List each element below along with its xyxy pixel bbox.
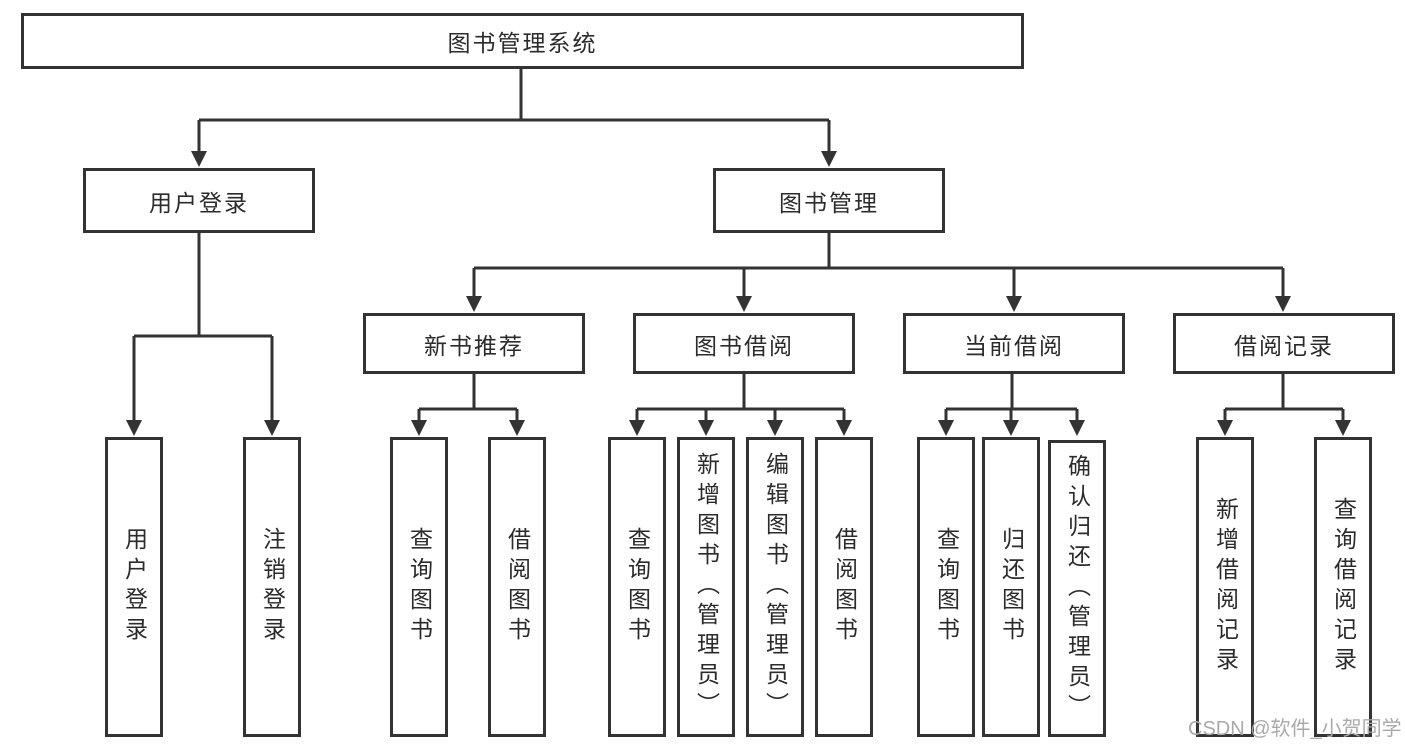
node-current-borrowing-label: 当前借阅 [964,332,1064,359]
node-book-borrowing-label: 图书借阅 [694,332,794,359]
leaf-user-login: 用户登录 [105,437,163,737]
node-root-label: 图书管理系统 [447,30,598,56]
leaf-add-book-admin: 新增图书（管理员） [677,437,735,737]
connector-group-new-book [417,374,519,421]
leaf-query-borrow-record: 查询借阅记录 [1314,437,1372,737]
leaf-add-borrow-record-label: 新增借阅记录 [1212,497,1239,677]
leaf-logout: 注销登录 [243,437,301,737]
leaf-borrow-books-2: 借阅图书 [815,437,873,737]
node-book-borrowing: 图书借阅 [633,313,855,374]
node-new-book-recommend: 新书推荐 [363,313,585,374]
leaf-query-borrow-record-label: 查询借阅记录 [1330,497,1357,677]
leaf-query-books-2-label: 查询图书 [624,527,651,647]
node-current-borrowing: 当前借阅 [903,313,1125,374]
leaf-user-login-label: 用户登录 [121,527,148,647]
connector-group-user-login [132,233,274,420]
leaf-confirm-return-admin-label: 确认归还（管理员） [1064,453,1091,724]
leaf-query-books-1-label: 查询图书 [406,527,433,647]
node-root-system: 图书管理系统 [21,13,1024,69]
node-user-login-label: 用户登录 [149,189,249,216]
leaf-borrow-books-1: 借阅图书 [488,437,546,737]
node-user-login-module: 用户登录 [83,168,315,233]
connector-lines [132,69,1345,421]
connector-group-borrow-record [1223,374,1345,421]
leaf-return-book: 归还图书 [982,437,1040,737]
leaf-borrow-books-1-label: 借阅图书 [504,527,531,647]
leaf-edit-book-admin: 编辑图书（管理员） [746,437,804,737]
leaf-query-books-1: 查询图书 [390,437,448,737]
node-book-management-module: 图书管理 [713,168,945,233]
leaf-return-book-label: 归还图书 [998,527,1025,647]
node-book-management-label: 图书管理 [779,189,879,216]
connector-level2 [197,69,831,152]
leaf-confirm-return-admin: 确认归还（管理员） [1048,440,1106,737]
leaf-query-books-3-label: 查询图书 [933,527,960,647]
connector-group-book-borrow [635,374,846,421]
node-new-book-recommend-label: 新书推荐 [424,332,524,359]
leaf-borrow-books-2-label: 借阅图书 [831,527,858,647]
node-borrowing-records: 借阅记录 [1173,313,1395,374]
node-borrowing-records-label: 借阅记录 [1234,332,1334,359]
leaf-query-books-2: 查询图书 [608,437,666,737]
leaf-logout-label: 注销登录 [259,527,286,647]
leaf-add-book-admin-label: 新增图书（管理员） [693,452,720,722]
leaf-query-books-3: 查询图书 [917,437,975,737]
csdn-watermark: CSDN @软件_小贺同学 [1188,718,1402,740]
leaf-edit-book-admin-label: 编辑图书（管理员） [762,452,789,722]
connector-group-current-borrow [944,374,1079,421]
connector-level3 [472,233,1285,297]
leaf-add-borrow-record: 新增借阅记录 [1196,437,1254,737]
